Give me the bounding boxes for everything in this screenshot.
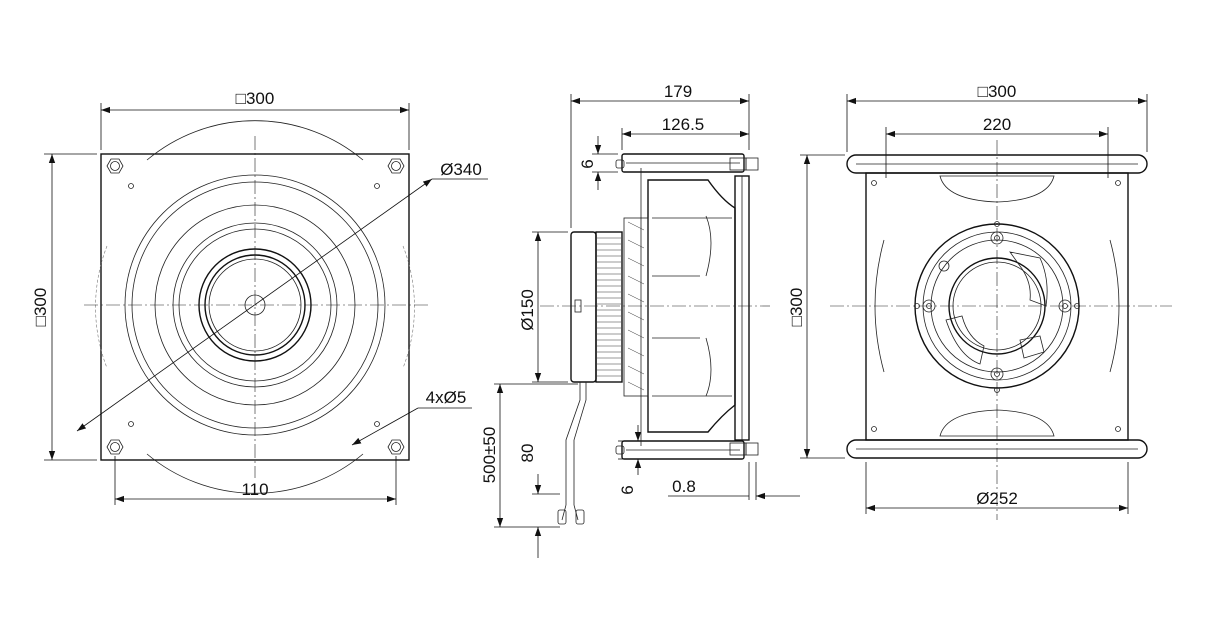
corner-bolt (106, 158, 124, 174)
front-offset-label: 110 (241, 480, 268, 499)
side-inner-depth-label: 126.5 (662, 115, 705, 134)
rear-diameter-label: Ø252 (976, 489, 1018, 508)
side-plate-thickness-label: 0.8 (672, 477, 696, 496)
side-view: 179 126.5 6 Ø150 500±50 80 6 0.8 (480, 82, 800, 558)
side-depth-label: 179 (664, 82, 692, 101)
side-strip-length-label: 80 (518, 444, 537, 463)
front-height-label: □300 (31, 288, 50, 327)
front-ring-diameter-label: Ø340 (440, 160, 482, 179)
corner-bolt (387, 439, 405, 455)
corner-bolt (106, 439, 124, 455)
rear-hole-spacing-label: 220 (983, 115, 1011, 134)
corner-bolt (387, 158, 405, 174)
side-cable-length-label: 500±50 (480, 427, 499, 484)
front-width-label: □300 (236, 89, 275, 108)
front-view: □300 □300 Ø340 4xØ5 110 (31, 89, 488, 505)
side-motor-diameter-label: Ø150 (518, 289, 537, 331)
rear-height-label: □300 (787, 288, 806, 327)
rear-view: □300 220 □300 Ø252 (787, 82, 1172, 520)
side-flange-bottom-label: 6 (618, 485, 637, 494)
rear-width-label: □300 (978, 82, 1017, 101)
front-holes-label: 4xØ5 (426, 388, 467, 407)
side-flange-top-label: 6 (578, 159, 597, 168)
